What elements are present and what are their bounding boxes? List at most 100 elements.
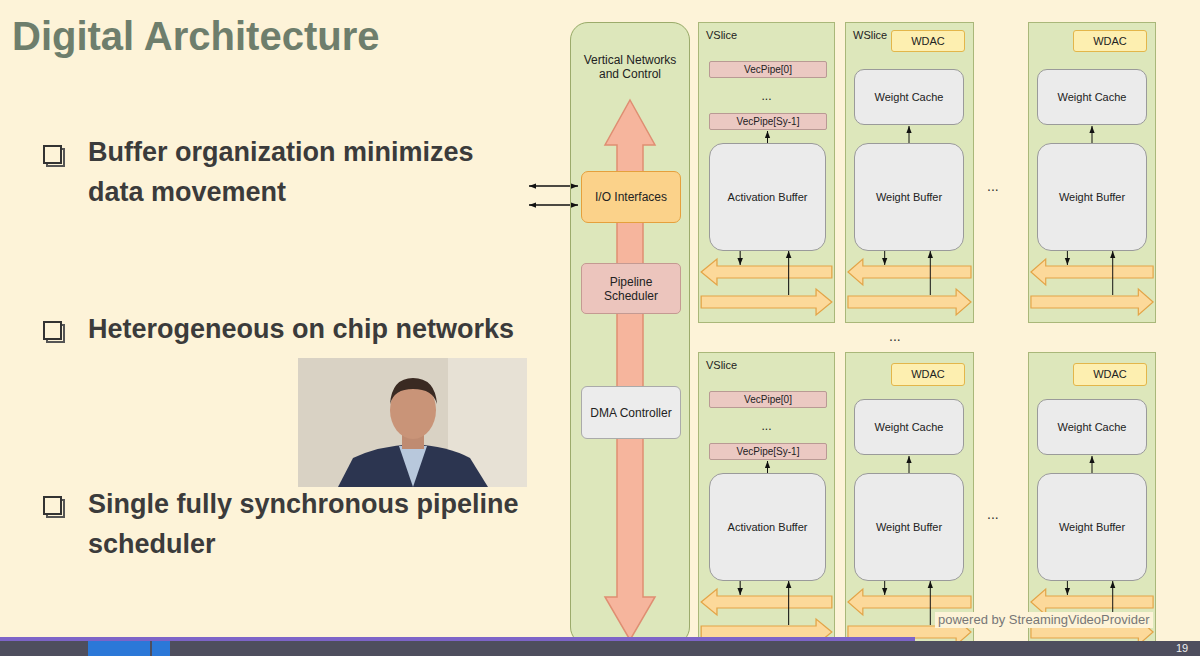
player-bar (0, 641, 1200, 656)
page-number: 19 (1176, 642, 1188, 655)
bullet-box (44, 146, 61, 163)
data-arrow (909, 456, 910, 473)
scheduler-box: Pipeline Scheduler (581, 263, 681, 314)
slice-fill (698, 22, 835, 323)
box-label: Activation Buffer (728, 191, 808, 204)
bullet-box (44, 497, 61, 514)
wdac-box: WDAC (891, 363, 965, 386)
column-title: Vertical Networks and Control (580, 53, 680, 81)
slice-panel: WDAC Weight CacheWeight Buffer (1028, 22, 1156, 323)
buffer-box: Weight Buffer (1037, 143, 1147, 251)
dma-box: DMA Controller (581, 386, 681, 439)
bullet-boxes (44, 146, 64, 517)
presenter-suit (338, 444, 488, 487)
network-column: Vertical Networks and ControlI/O Interfa… (570, 22, 690, 645)
cache-box: Weight Cache (854, 399, 964, 455)
cache-box: Weight Cache (1037, 69, 1147, 125)
slice-fill (1028, 22, 1156, 323)
buffer-box: Weight Buffer (854, 473, 964, 581)
box-label: Weight Buffer (1059, 191, 1125, 204)
box-label: WDAC (1093, 35, 1127, 48)
slice-fill (845, 352, 974, 652)
buffer-box: Weight Buffer (1037, 473, 1147, 581)
data-arrow (767, 461, 768, 473)
presenter-video (298, 358, 527, 487)
column-fill (570, 22, 690, 645)
box-label: WDAC (1093, 368, 1127, 381)
slice-panel: VSlice... VecPipe[0] VecPipe[Sy-1] Activati… (698, 22, 835, 323)
bullet-text: Heterogeneous on chip networks (88, 309, 533, 349)
buffer-box: Activation Buffer (709, 143, 826, 251)
presenter-hair (390, 378, 437, 404)
ellipsis: ... (987, 178, 999, 194)
box-label: WDAC (911, 368, 945, 381)
box-label: DMA Controller (590, 406, 671, 420)
slice-bus (701, 250, 832, 315)
box-label: WDAC (911, 35, 945, 48)
box-label: VecPipe[0] (744, 394, 792, 406)
slice-fill (845, 22, 974, 323)
box-label: Weight Buffer (876, 521, 942, 534)
cache-box: Weight Cache (854, 69, 964, 125)
cache-box: Weight Cache (1037, 399, 1147, 455)
data-arrow (767, 131, 768, 143)
label-slot: 19 (1176, 642, 1188, 655)
wdac-box: WDAC (1073, 30, 1147, 52)
label-slot: ... (889, 328, 901, 344)
wdac-box: WDAC (891, 30, 965, 52)
vecpipe-box: VecPipe[Sy-1] (709, 113, 827, 130)
ellipsis: ... (699, 419, 834, 433)
slice-title: VSlice (706, 29, 834, 42)
box-label: VecPipe[Sy-1] (737, 446, 800, 458)
ellipsis: ... (699, 89, 834, 103)
slice-panel: VSlice... VecPipe[0] VecPipe[Sy-1] Activati… (698, 352, 835, 652)
box-label: Activation Buffer (728, 521, 808, 534)
slice-panel: WDAC Weight CacheWeight Buffer (845, 352, 974, 652)
label-slot: Heterogeneous on chip networks (88, 309, 533, 349)
box-label: Weight Buffer (876, 191, 942, 204)
ellipsis: ... (889, 328, 901, 344)
box-label: VecPipe[Sy-1] (737, 116, 800, 128)
box-label: Weight Cache (875, 421, 944, 434)
progress-block (152, 641, 170, 656)
presenter-shirt (399, 446, 427, 487)
vecpipe-box: VecPipe[Sy-1] (709, 443, 827, 460)
video-wall (298, 358, 527, 487)
box-label: Pipeline Scheduler (586, 275, 676, 303)
label-slot: ... (987, 506, 999, 522)
watermark: powered by StreamingVideoProvider (935, 612, 1153, 628)
progress-block (88, 641, 150, 656)
data-arrow (1092, 456, 1093, 473)
bullet-text: Buffer organization minimizes data movem… (88, 132, 533, 212)
slice-fill (1028, 352, 1156, 652)
buffer-box: Weight Buffer (854, 143, 964, 251)
slice-bus (848, 250, 971, 315)
vecpipe-box: VecPipe[0] (709, 61, 827, 78)
slice-panel: WDAC Weight CacheWeight Buffer (1028, 352, 1156, 652)
data-arrow (1092, 126, 1093, 143)
slice-title: VSlice (706, 359, 834, 372)
progress-line (0, 637, 915, 641)
box-label: Weight Cache (1058, 421, 1127, 434)
slice-fill (698, 352, 835, 652)
slice-bus (1031, 250, 1153, 315)
box-label: Weight Cache (1058, 91, 1127, 104)
label-slot: powered by StreamingVideoProvider (935, 612, 1153, 628)
box-label: Weight Cache (875, 91, 944, 104)
vecpipe-box: VecPipe[0] (709, 391, 827, 408)
label-slot: Single fully synchronous pipeline schedu… (88, 484, 533, 564)
box-label: VecPipe[0] (744, 64, 792, 76)
buffer-box: Activation Buffer (709, 473, 826, 581)
slide-title: Digital Architecture (12, 12, 379, 60)
bullet-box (44, 322, 61, 339)
slice-panel: WSliceWDACWeight CacheWeight Buffer (845, 22, 974, 323)
label-slot: Buffer organization minimizes data movem… (88, 132, 533, 212)
box-label: Weight Buffer (1059, 521, 1125, 534)
io-box: I/O Interfaces (581, 171, 681, 223)
data-arrow (909, 126, 910, 143)
title-slot: Digital Architecture (12, 12, 379, 60)
bullet-text: Single fully synchronous pipeline schedu… (88, 484, 533, 564)
slice-bus (701, 580, 832, 645)
